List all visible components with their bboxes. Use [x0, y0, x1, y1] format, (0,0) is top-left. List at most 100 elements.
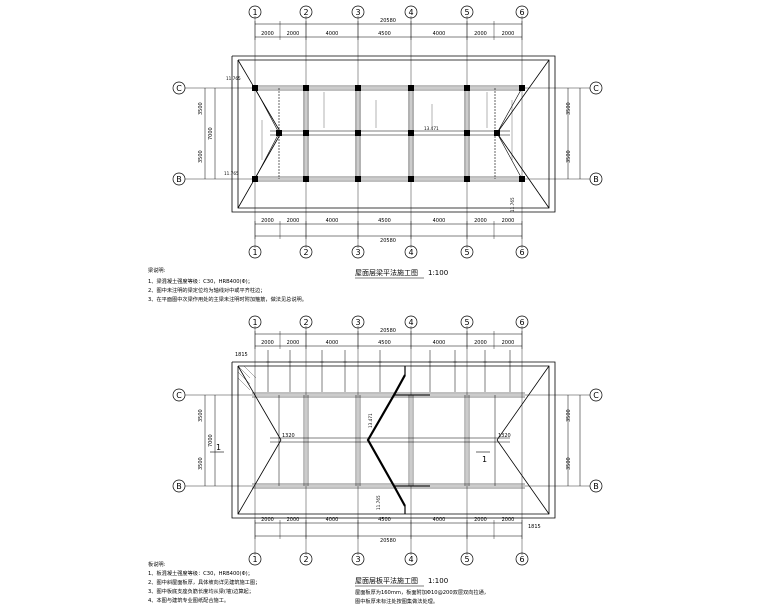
grid-bubble-label: 1 — [252, 8, 257, 17]
span-dim: 2000 — [287, 218, 300, 224]
row-total-dim: 7000 — [208, 127, 214, 140]
row-total-dim: 7000 — [208, 434, 214, 447]
grid-bubble: C — [172, 388, 186, 402]
span-dim: 4000 — [433, 340, 446, 346]
column — [464, 85, 470, 91]
plan-scale: 1:100 — [428, 269, 448, 277]
row-span-dim: 3500 — [198, 457, 204, 470]
row-span-dim: 3500 — [566, 102, 572, 115]
top-grid-lines — [185, 16, 590, 248]
span-dim: 2000 — [474, 31, 487, 37]
total-width-dim: 20580 — [380, 238, 396, 244]
span-dim: 4500 — [378, 31, 391, 37]
dim-1320: 1320 — [498, 433, 511, 439]
top-side-dim-lines — [204, 88, 581, 179]
span-dim: 4500 — [378, 340, 391, 346]
row-span-dim: 3500 — [566, 457, 572, 470]
grid-bubble-label: 3 — [355, 8, 360, 17]
grid-bubble-label: 6 — [519, 318, 524, 327]
grid-bubble: 3 — [351, 5, 365, 19]
plan-title: 屋面层梁平法施工图 — [355, 268, 418, 277]
grid-bubble-label: C — [593, 391, 599, 400]
notes-line: 3、在平面图中次梁作用处的主梁未注明时附加箍筋，做法见总说明。 — [148, 295, 307, 303]
offset-dim: 1815 — [528, 524, 541, 530]
ridge-elevation: 13.471 — [368, 413, 373, 428]
grid-bubble: B — [589, 172, 603, 186]
grid-bubble-label: 6 — [519, 248, 524, 257]
span-dim: 4000 — [433, 31, 446, 37]
column — [303, 130, 309, 136]
section-mark: 1 — [216, 443, 221, 452]
elevation-label: 11.765 — [226, 76, 241, 81]
span-dim: 2000 — [261, 31, 274, 37]
span-dim: 4000 — [326, 340, 339, 346]
grid-bubble-label: 5 — [464, 555, 469, 564]
row-span-dim: 3500 — [198, 409, 204, 422]
grid-bubble: 1 — [248, 5, 262, 19]
top-beams — [252, 85, 525, 182]
rebar-marks — [266, 350, 512, 392]
grid-bubble-label: 2 — [303, 555, 308, 564]
elevation-label: 11.765 — [510, 197, 515, 212]
grid-bubble-label: B — [593, 175, 599, 184]
notes-line: 4、本图与建筑专业图纸配合施工。 — [148, 596, 229, 604]
grid-bubble-label: 4 — [408, 555, 413, 564]
column — [303, 85, 309, 91]
offset-dim: 1815 — [235, 352, 248, 358]
span-dim: 4000 — [326, 31, 339, 37]
elevation-label: 11.765 — [224, 171, 239, 176]
row-span-dim: 3500 — [566, 409, 572, 422]
top-columns — [252, 85, 525, 182]
plan-scale: 1:100 — [428, 577, 448, 585]
grid-bubble-label: 3 — [355, 555, 360, 564]
span-dim: 4000 — [433, 218, 446, 224]
grid-bubble-label: B — [593, 482, 599, 491]
bottom-grid-lines — [185, 326, 590, 555]
bottom-dimension-lines — [255, 333, 522, 537]
notes-line: 1、板混凝土强度等级：C30，HRB400(Φ)； — [148, 569, 253, 577]
grid-bubble-label: 4 — [408, 8, 413, 17]
grid-bubble: C — [589, 388, 603, 402]
top-beam-annotations — [261, 92, 513, 160]
column — [408, 130, 414, 136]
grid-bubble: B — [172, 172, 186, 186]
span-dim: 2000 — [474, 218, 487, 224]
column — [519, 85, 525, 91]
bottom-slab-grid — [252, 392, 525, 489]
section-mark: 1 — [482, 455, 487, 464]
column — [355, 85, 361, 91]
span-dim: 4000 — [433, 517, 446, 523]
span-dim: 2000 — [502, 517, 515, 523]
span-dim: 4000 — [326, 517, 339, 523]
grid-bubble-label: 5 — [464, 318, 469, 327]
column — [276, 130, 282, 136]
column — [355, 130, 361, 136]
total-width-dim: 20580 — [380, 328, 396, 334]
grid-bubble: B — [589, 479, 603, 493]
grid-bubble-label: 4 — [408, 248, 413, 257]
notes-heading: 梁说明: — [148, 266, 166, 274]
column — [303, 176, 309, 182]
grid-bubble-label: 4 — [408, 318, 413, 327]
column — [252, 85, 258, 91]
notes-line: 2、图中斜屋面板厚，具体坡向详见建筑施工图； — [148, 578, 260, 586]
column — [252, 176, 258, 182]
eave-elevation: 11.765 — [376, 495, 381, 510]
grid-bubble-label: 3 — [355, 318, 360, 327]
column — [408, 85, 414, 91]
row-span-dim: 3500 — [198, 150, 204, 163]
grid-bubble: C — [172, 81, 186, 95]
span-dim: 2000 — [502, 340, 515, 346]
span-dim: 2000 — [287, 517, 300, 523]
grid-bubble-label: 6 — [519, 8, 524, 17]
span-dim: 2000 — [287, 31, 300, 37]
grid-bubble-label: C — [176, 84, 182, 93]
grid-bubble: 2 — [299, 245, 313, 259]
bottom-side-dim-lines — [204, 395, 581, 486]
column — [519, 176, 525, 182]
column — [408, 176, 414, 182]
notes-line: 3、图中板底支座负筋长度均从梁(墙)边算起； — [148, 587, 254, 595]
grid-bubble-label: 1 — [252, 318, 257, 327]
grid-bubble-label: 5 — [464, 248, 469, 257]
